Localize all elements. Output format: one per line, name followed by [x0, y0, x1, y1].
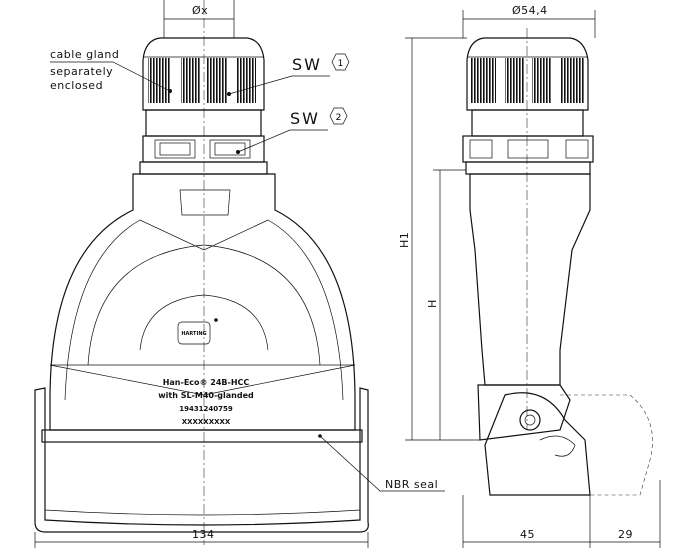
plate-line-1: Han-Eco® 24B-HCC — [163, 378, 250, 387]
front-view: HARTING Han-Eco® 24B-HCC with SL-M40-gla… — [34, 0, 369, 545]
nbr-seal-label: NBR seal — [385, 478, 438, 491]
logo-text: HARTING — [181, 331, 206, 337]
nbr-seal — [41, 429, 363, 443]
h-dim: H — [426, 299, 439, 308]
cable-gland-label-3: enclosed — [50, 79, 103, 92]
sw2-hexagon — [329, 107, 348, 125]
depth-45-dim: 45 — [520, 528, 535, 541]
side-diameter-dim: Ø54,4 — [512, 4, 548, 17]
gland-diameter-dim: Øx — [192, 4, 208, 17]
locking-lever-pivot — [519, 409, 541, 431]
cable-gland-label-2: separately — [50, 65, 113, 78]
side-dimensions: Ø54,4 H1 H 45 29 — [398, 4, 661, 548]
gland-ribs — [148, 58, 170, 103]
plate-line-4: XXXXXXXXX — [182, 418, 231, 426]
base-housing — [34, 387, 369, 533]
side-view — [462, 28, 653, 496]
cable-gland-cap — [142, 37, 265, 111]
harting-logo — [177, 321, 211, 345]
sw1-number: 1 — [338, 59, 344, 69]
plate-line-3: 19431240759 — [179, 405, 233, 413]
callouts: cable gland separately enclosed SW 1 SW … — [50, 48, 445, 492]
sw1-hexagon — [331, 53, 350, 71]
depth-29-dim: 29 — [618, 528, 633, 541]
gland-body — [145, 109, 262, 137]
cable-gland-label: cable gland — [50, 48, 119, 61]
sw1-label: SW — [292, 55, 322, 74]
front-dimensions: Øx 134 — [34, 0, 369, 548]
width-dim: 134 — [192, 528, 215, 541]
h1-dim: H1 — [398, 232, 411, 248]
sw2-label: SW — [290, 109, 320, 128]
lever-open-position — [560, 394, 653, 496]
sw2-number: 2 — [336, 113, 342, 123]
locking-lever — [484, 392, 591, 496]
plate-line-2: with SL-M40-glanded — [158, 391, 254, 400]
